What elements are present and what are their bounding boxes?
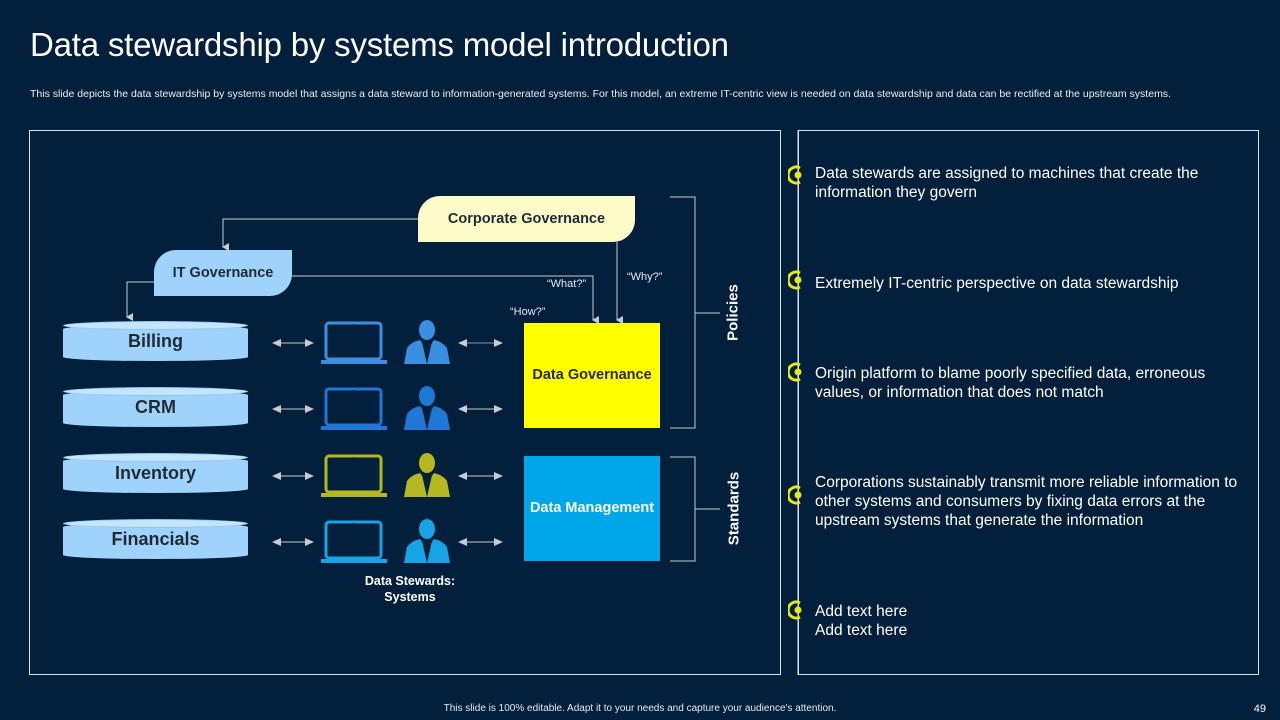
laptop-icon — [321, 520, 387, 563]
data-governance-box: Data Governance — [524, 323, 660, 428]
laptop-icon — [321, 321, 387, 364]
standards-label: Standards — [725, 471, 743, 546]
policies-bracket — [670, 196, 720, 429]
points-panel — [798, 130, 1259, 675]
corporate-governance-box: Corporate Governance — [418, 196, 635, 242]
footer-note: This slide is 100% editable. Adapt it to… — [443, 703, 837, 714]
it-governance-box: IT Governance — [154, 250, 292, 296]
slide-subtitle: This slide depicts the data stewardship … — [30, 88, 1171, 100]
point-2: Extremely IT-centric perspective on data… — [815, 275, 1179, 292]
stewards-caption-line1: Data Stewards: — [364, 574, 456, 588]
bullet-icon — [788, 165, 802, 185]
system-billing: Billing — [63, 321, 248, 365]
why-label: “Why?” — [627, 271, 663, 283]
steward-person-icon — [404, 453, 450, 497]
point-5: Add text here Add text here — [815, 603, 908, 639]
system-label: Financials — [111, 529, 200, 549]
slide-title: Data stewardship by systems model introd… — [30, 26, 729, 63]
bullet-icon — [788, 362, 802, 382]
page-number: 49 — [1253, 703, 1266, 715]
diagram-panel — [29, 130, 781, 675]
system-label: CRM — [135, 397, 176, 417]
system-label: Billing — [128, 331, 183, 351]
steward-person-icon — [404, 320, 450, 364]
system-financials: Financials — [63, 519, 248, 563]
steward-person-icon — [404, 519, 450, 563]
bullet-icon — [788, 485, 802, 505]
how-label: “How?” — [510, 306, 546, 318]
system-inventory: Inventory — [63, 453, 248, 497]
point-1: Data stewards are assigned to machines t… — [815, 165, 1199, 201]
standards-bracket — [670, 456, 720, 562]
data-management-box: Data Management — [524, 456, 660, 561]
point-4: Corporations sustainably transmit more r… — [815, 474, 1238, 529]
bullet-icon — [788, 600, 802, 620]
stewards-caption-line2: Systems — [384, 590, 436, 604]
policies-label: Policies — [724, 284, 742, 341]
what-label: “What?” — [547, 278, 587, 290]
laptop-icon — [321, 454, 387, 497]
connector-it-to-dgov — [292, 275, 599, 324]
bullet-icon — [788, 270, 802, 290]
connector-corp-to-it — [222, 218, 418, 251]
point-3: Origin platform to blame poorly specifie… — [815, 365, 1206, 401]
connector-it-to-billing — [126, 281, 154, 321]
stewards-caption: Data Stewards: Systems — [340, 573, 480, 605]
steward-person-icon — [404, 386, 450, 430]
laptop-icon — [321, 387, 387, 430]
system-label: Inventory — [114, 463, 197, 483]
system-crm: CRM — [63, 387, 248, 431]
